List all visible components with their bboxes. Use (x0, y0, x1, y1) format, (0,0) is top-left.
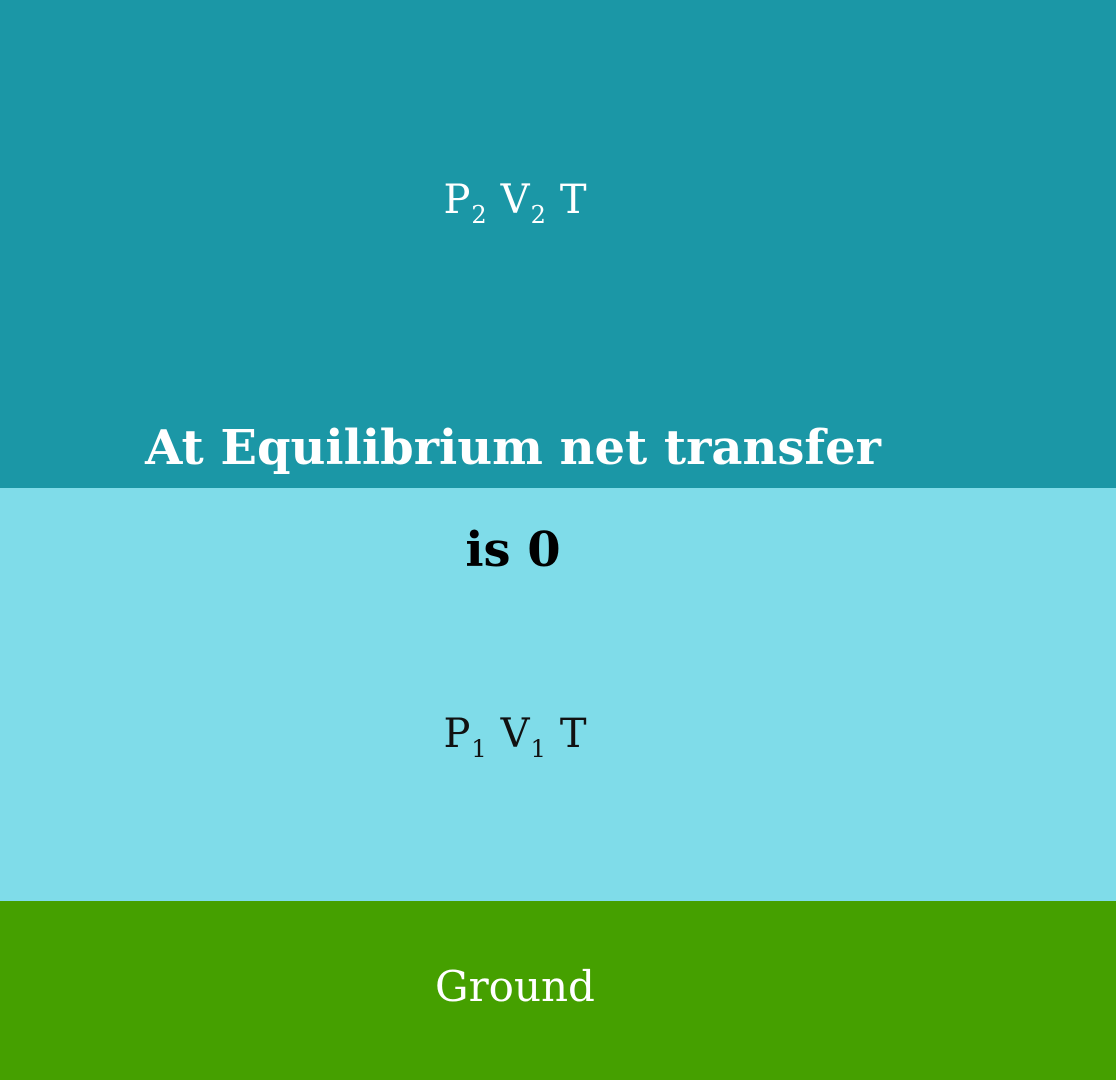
volume-symbol: V (500, 711, 530, 757)
lower-layer (0, 488, 1116, 901)
pressure-subscript: 1 (471, 735, 487, 763)
pressure-symbol: P (443, 711, 471, 757)
pressure-subscript: 2 (471, 201, 487, 229)
upper-layer (0, 0, 1116, 488)
ground-layer (0, 901, 1116, 1080)
volume-symbol: V (500, 177, 530, 223)
volume-subscript: 2 (530, 201, 546, 229)
temperature-symbol: T (559, 711, 587, 757)
temperature-symbol: T (559, 177, 587, 223)
volume-subscript: 1 (530, 735, 546, 763)
pressure-symbol: P (443, 177, 471, 223)
equilibrium-headline-line-2: is 0 (465, 522, 561, 578)
equilibrium-headline-line-1: At Equilibrium net transfer (145, 420, 881, 476)
ground-label: Ground (435, 962, 595, 1011)
